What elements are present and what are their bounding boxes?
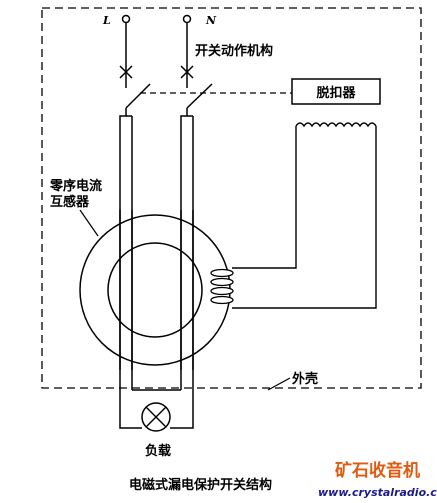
ct-label-line1: 零序电流 xyxy=(49,178,102,194)
ct-outer-ring xyxy=(79,214,231,366)
terminal-l xyxy=(121,14,131,24)
load-lamp xyxy=(141,402,171,432)
trip-unit-label: 脱扣器 xyxy=(316,85,356,101)
conductor-l xyxy=(119,23,151,406)
watermark-cn: 矿石收音机 xyxy=(335,460,420,481)
load-label: 负载 xyxy=(145,443,171,459)
trip-coil xyxy=(295,122,377,128)
load-circuit xyxy=(119,389,194,429)
coil-lead-left xyxy=(232,126,297,269)
terminal-n xyxy=(182,14,192,24)
coil-lead-right xyxy=(232,126,377,309)
switch-mechanism-label: 开关动作机构 xyxy=(195,43,273,59)
label-phase-l: L xyxy=(102,14,111,27)
watermark-url: www.crystalradio.cn xyxy=(318,486,437,499)
diagram-caption: 电磁式漏电保护开关结构 xyxy=(129,477,272,493)
enclosure-outline xyxy=(41,7,422,389)
label-phase-n: N xyxy=(205,14,217,27)
ct-inner-ring xyxy=(107,242,203,338)
ct-leader xyxy=(79,209,99,237)
enclosure-leader xyxy=(267,377,291,391)
conductors-through-ct xyxy=(119,210,194,370)
trip-unit-box xyxy=(291,78,381,105)
conductor-n xyxy=(180,23,213,406)
ct-secondary-winding xyxy=(210,268,234,305)
ct-label-line2: 互感器 xyxy=(50,194,90,210)
enclosure-label: 外壳 xyxy=(291,371,318,387)
